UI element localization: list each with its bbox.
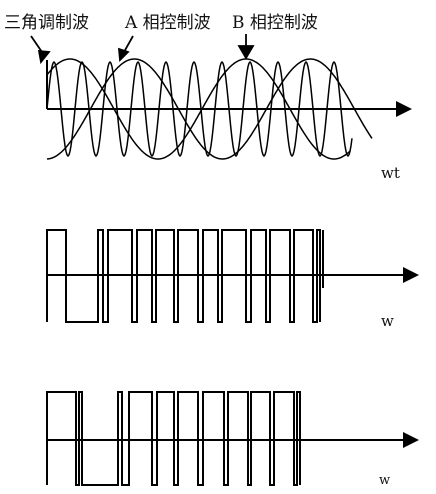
triangle-carrier-wave: [46, 60, 353, 158]
label-triangle-carrier: 三角调制波: [4, 13, 89, 33]
pwm-waveform-middle: [46, 229, 324, 323]
phase-b-control-wave: [46, 58, 373, 160]
label-phase-b-control: B 相控制波: [232, 13, 318, 33]
pwm-panel-middle: w: [46, 229, 419, 330]
axis-wt-arrowhead: [396, 101, 412, 117]
pwm-waveform-bottom: [46, 391, 301, 486]
axis-wt-label: wt: [381, 164, 400, 182]
axis-middle-arrowhead: [403, 267, 419, 283]
axis-bottom-label: w: [379, 473, 390, 488]
pointer-arrows: [30, 34, 255, 65]
pwm-panel-bottom: w: [46, 391, 419, 488]
axis-bottom-arrowhead: [403, 432, 419, 448]
modulation-panel: wt: [46, 58, 412, 182]
axis-middle-label: w: [381, 312, 394, 330]
phase-a-control-wave: [46, 58, 351, 160]
label-phase-a-control: A 相控制波: [124, 13, 211, 33]
